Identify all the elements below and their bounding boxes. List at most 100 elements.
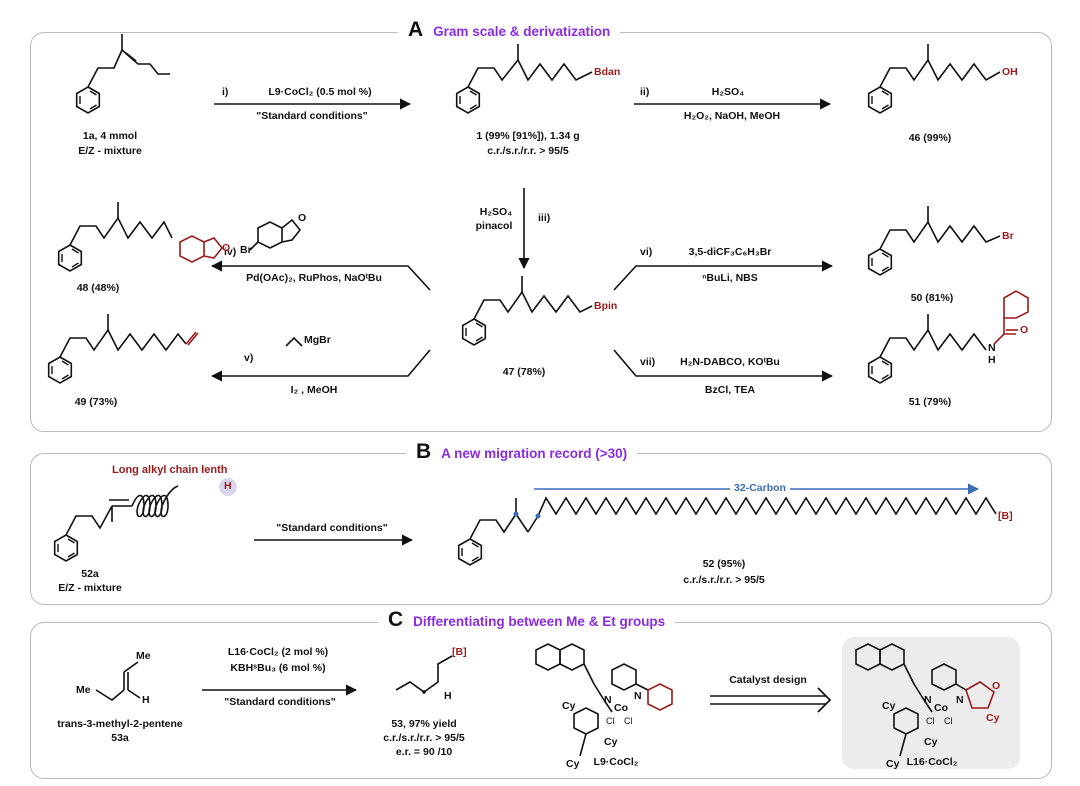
br-group: Br: [1002, 230, 1014, 242]
l16-co: Co: [934, 702, 948, 714]
panel-c-title: C Differentiating between Me & Et groups: [378, 608, 676, 632]
b-group: [B]: [998, 510, 1013, 522]
prod-1-sub: c.r./s.r./r.r. > 95/5: [487, 145, 569, 157]
compound-51: [867, 314, 987, 384]
step-vii-bottom: BzCl, TEA: [704, 384, 756, 396]
l16-n1: N: [924, 694, 932, 706]
benzofuran-o: O: [222, 242, 231, 254]
h-atom: H: [224, 480, 232, 492]
sm53a-h: H: [142, 694, 150, 706]
l9-name: L9·CoCl₂: [593, 756, 639, 768]
amide-h: H: [988, 354, 996, 366]
panel-c-heading: Differentiating between Me & Et groups: [413, 614, 666, 629]
benzofuran-ring: [179, 235, 224, 263]
sm53a-name: trans-3-methyl-2-pentene: [57, 718, 183, 730]
bpin-group: Bpin: [594, 300, 618, 312]
step-ii-num: ii): [640, 86, 650, 98]
prod-46-label: 46 (99%): [908, 132, 952, 144]
prod-48-label: 48 (48%): [76, 282, 120, 294]
panel-a-letter: A: [408, 18, 424, 41]
panel-a: [30, 32, 1052, 432]
panel-b-title: B A new migration record (>30): [406, 440, 638, 464]
arrow-step-iv: [210, 260, 431, 291]
l9-co: Co: [614, 702, 628, 714]
sm-1a-label: 1a, 4 mmol: [82, 130, 138, 142]
prod53-sub2: e.r. = 90 /10: [395, 746, 453, 758]
panel-a-title: A Gram scale & derivatization: [398, 18, 621, 42]
compound-52: [457, 498, 539, 566]
sm53a-id: 53a: [111, 732, 129, 744]
l9-cl2: Cl: [624, 716, 633, 726]
amide-n: N: [988, 342, 996, 354]
oh-group: OH: [1002, 66, 1018, 78]
sm-52a-label: 52a: [81, 568, 99, 580]
prod-52-label: 52 (95%): [702, 558, 746, 570]
cond-line-1: L16·CoCl₂ (2 mol %): [227, 646, 329, 658]
vinyl-reagent: [285, 336, 303, 347]
step-i-num: i): [222, 86, 229, 98]
compound-50: [867, 206, 1001, 276]
step-iv-br: Br: [240, 244, 252, 256]
l16-cy2: Cy: [924, 736, 938, 748]
long-alkyl-chain: [537, 496, 997, 517]
l16-catalyst-structure: [855, 643, 995, 757]
vinyl-double-bond: [187, 332, 199, 346]
step-i-top: L9·CoCl₂ (0.5 mol %): [268, 86, 372, 98]
step-vii-top: H₂N-DABCO, KOᵗBu: [680, 356, 780, 368]
bdan-group: Bdan: [594, 66, 621, 78]
l16-n2: N: [956, 694, 964, 706]
prod-1-label: 1 (99% [91%]), 1.34 g: [476, 130, 580, 142]
panel-b-letter: B: [416, 440, 432, 463]
prod53-label: 53, 97% yield: [391, 718, 457, 730]
l16-cy-oxazoline: Cy: [986, 712, 1000, 724]
l9-cl1: Cl: [606, 716, 615, 726]
l9-n2: N: [634, 690, 642, 702]
arrow-step-v: [210, 349, 431, 382]
coil-chain: [131, 485, 179, 518]
l9-n1: N: [604, 694, 612, 706]
chain-label: Long alkyl chain lenth: [112, 464, 228, 476]
panel-c-letter: C: [388, 608, 404, 631]
l16-cl1: Cl: [926, 716, 935, 726]
compound-53a: [95, 661, 141, 701]
l16-cy3: Cy: [886, 758, 900, 770]
prod53-sub1: c.r./s.r./r.r. > 95/5: [383, 732, 465, 744]
design-label: Catalyst design: [729, 674, 807, 686]
migration-label: 32-Carbon: [730, 482, 790, 495]
l9-cy3: Cy: [566, 758, 580, 770]
l9-cy2: Cy: [604, 736, 618, 748]
compound-53: [395, 655, 453, 694]
sm53a-me-left: Me: [76, 684, 91, 696]
compound-49: [47, 314, 187, 384]
compound-46: [867, 44, 1001, 114]
step-vi-top: 3,5-diCF₃C₆H₃Br: [688, 246, 772, 258]
l16-cl2: Cl: [944, 716, 953, 726]
l9-catalyst-structure: [535, 643, 673, 757]
step-iii-top: H₂SO₄: [479, 206, 513, 218]
compound-47: [461, 276, 593, 346]
h-highlight-circle: [219, 478, 237, 496]
step-v-reagent: MgBr: [304, 334, 331, 346]
prod-47-label: 47 (78%): [502, 366, 546, 378]
prod-50-label: 50 (81%): [910, 292, 954, 304]
l9-cy1: Cy: [562, 700, 576, 712]
step-ii-top: H₂SO₄: [711, 86, 745, 98]
reagent-o: O: [298, 212, 307, 224]
prod53-h: H: [444, 690, 452, 702]
arrow-step-vi: [613, 260, 834, 291]
prod-49-label: 49 (73%): [74, 396, 118, 408]
compound-1a: [75, 34, 170, 114]
l16-name: L16·CoCl₂: [906, 756, 958, 768]
prod-52-sub: c.r./s.r./r.r. > 95/5: [683, 574, 765, 586]
step-iv-num: iv): [224, 246, 237, 258]
panel-b-heading: A new migration record (>30): [441, 446, 628, 461]
step-i-bottom: "Standard conditions": [256, 110, 368, 122]
step-vii-num: vii): [640, 356, 656, 368]
prod-51-label: 51 (79%): [908, 396, 952, 408]
bromobenzofuran-reagent: [249, 218, 302, 251]
step-iii-num: iii): [538, 212, 551, 224]
cond-line-3: "Standard conditions": [224, 696, 336, 708]
step-iii-bottom: pinacol: [475, 220, 513, 232]
step-vi-num: vi): [640, 246, 653, 258]
